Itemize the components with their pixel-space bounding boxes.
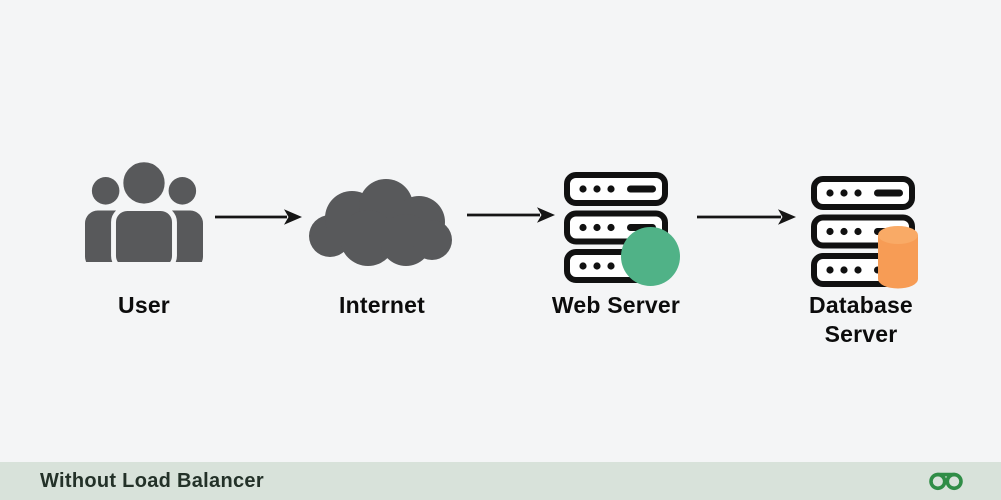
node-label-internet: Internet	[339, 292, 425, 318]
node-label-user: User	[118, 292, 170, 318]
geeksforgeeks-logo-icon	[929, 472, 963, 491]
arrow-user-to-internet-icon	[215, 209, 302, 225]
users-group-icon	[85, 158, 203, 262]
node-label-web-server: Web Server	[551, 292, 681, 318]
node-label-database-server: Database Server	[809, 292, 913, 348]
arrow-webserver-to-database-icon	[697, 209, 796, 225]
arrow-internet-to-webserver-icon	[467, 207, 555, 223]
webserver-accent-circle	[621, 227, 680, 286]
footer-bar: Without Load Balancer	[0, 462, 1001, 500]
footer-caption: Without Load Balancer	[40, 469, 264, 492]
cloud-icon	[309, 179, 452, 266]
database-cylinder-icon	[878, 226, 918, 289]
